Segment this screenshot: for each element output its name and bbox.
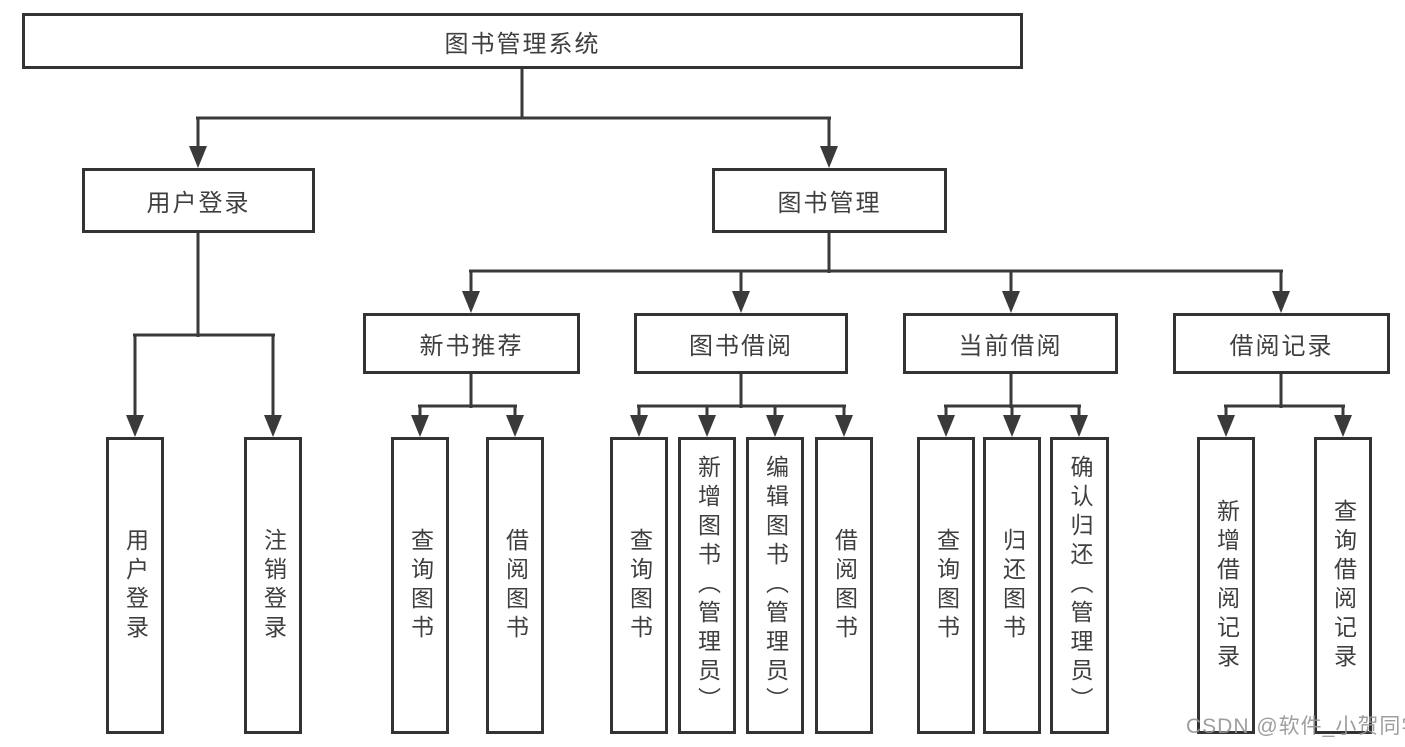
node-library-management-system: 图书管理系统 (22, 13, 1023, 69)
leaf-confirm-return-admin: 确认归还（管理员） (1050, 437, 1109, 734)
leaf-return-book: 归还图书 (983, 437, 1041, 734)
node-book-borrowing: 图书借阅 (634, 313, 848, 374)
leaf-edit-book-admin: 编辑图书（管理员） (746, 437, 804, 734)
leaf-add-book-admin: 新增图书（管理员） (678, 437, 736, 734)
node-user-login: 用户登录 (82, 168, 315, 233)
leaf-query-book-current: 查询图书 (917, 437, 975, 734)
leaf-borrow-book-recommend: 借阅图书 (486, 437, 544, 734)
leaf-user-login: 用户登录 (106, 437, 164, 734)
leaf-borrow-book: 借阅图书 (815, 437, 873, 734)
node-new-book-recommend: 新书推荐 (363, 313, 580, 374)
leaf-logout: 注销登录 (244, 437, 302, 734)
leaf-query-book-borrowing: 查询图书 (610, 437, 668, 734)
node-current-borrowing: 当前借阅 (903, 313, 1118, 374)
node-book-management: 图书管理 (712, 168, 947, 233)
node-borrowing-records: 借阅记录 (1173, 313, 1390, 374)
leaf-query-book-recommend: 查询图书 (391, 437, 449, 734)
csdn-watermark: CSDN @软件_小贺同学 (1186, 715, 1405, 738)
leaf-add-borrow-record: 新增借阅记录 (1197, 437, 1255, 734)
leaf-query-borrow-record: 查询借阅记录 (1314, 437, 1372, 734)
